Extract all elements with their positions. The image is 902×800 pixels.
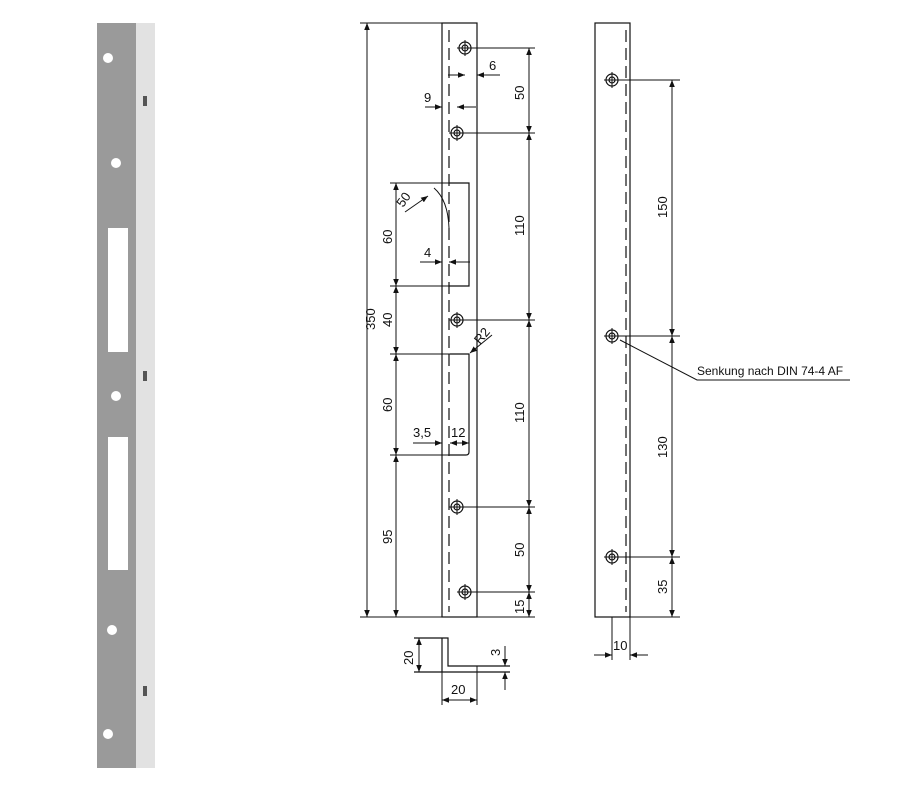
dim-side-2: 35: [655, 580, 670, 594]
dim-side-0: 150: [655, 196, 670, 218]
photo-slot-upper: [108, 228, 128, 352]
dim-offset-9: 9: [424, 90, 431, 105]
photo-slot-lower: [108, 437, 128, 570]
dim-right-2: 110: [512, 402, 527, 423]
dim-side-1: 130: [655, 436, 670, 458]
dim-left-2: 60: [380, 398, 395, 412]
profile-section: 20 20 3: [401, 637, 510, 705]
dim-right-4: 15: [512, 600, 527, 614]
dim-profile-height: 20: [401, 651, 416, 665]
dim-radius-50: 50: [393, 189, 414, 209]
dim-inset-3-5: 3,5: [413, 425, 431, 440]
countersink-note: Senkung nach DIN 74-4 AF: [697, 364, 843, 378]
dim-left-3: 95: [380, 530, 395, 544]
lower-slot: [450, 353, 470, 456]
dim-inset-4: 4: [424, 245, 431, 260]
upper-slot: [449, 182, 470, 287]
dim-side-width: 10: [613, 638, 627, 653]
dim-right-3: 50: [512, 543, 527, 557]
dim-left-1: 40: [380, 313, 395, 327]
dim-radius-r2: R2: [471, 325, 493, 347]
dim-right-0: 50: [512, 86, 527, 100]
dim-profile-width: 20: [451, 682, 465, 697]
dim-width-12: 12: [451, 425, 465, 440]
product-photo: [97, 23, 155, 768]
dim-profile-thickness: 3: [488, 649, 503, 656]
leader-line: [619, 339, 850, 381]
dim-offset-6: 6: [489, 58, 496, 73]
side-view: 150 130 35 10 Senkung nach DIN 74-4 AF: [594, 22, 850, 660]
dim-left-0: 60: [380, 230, 395, 244]
front-view: 350 60 40 60 95 50 110 110 50 15 6: [360, 22, 535, 618]
dim-right-1: 110: [512, 215, 527, 236]
dim-overall-length: 350: [363, 308, 378, 330]
photo-side-face: [136, 23, 155, 768]
